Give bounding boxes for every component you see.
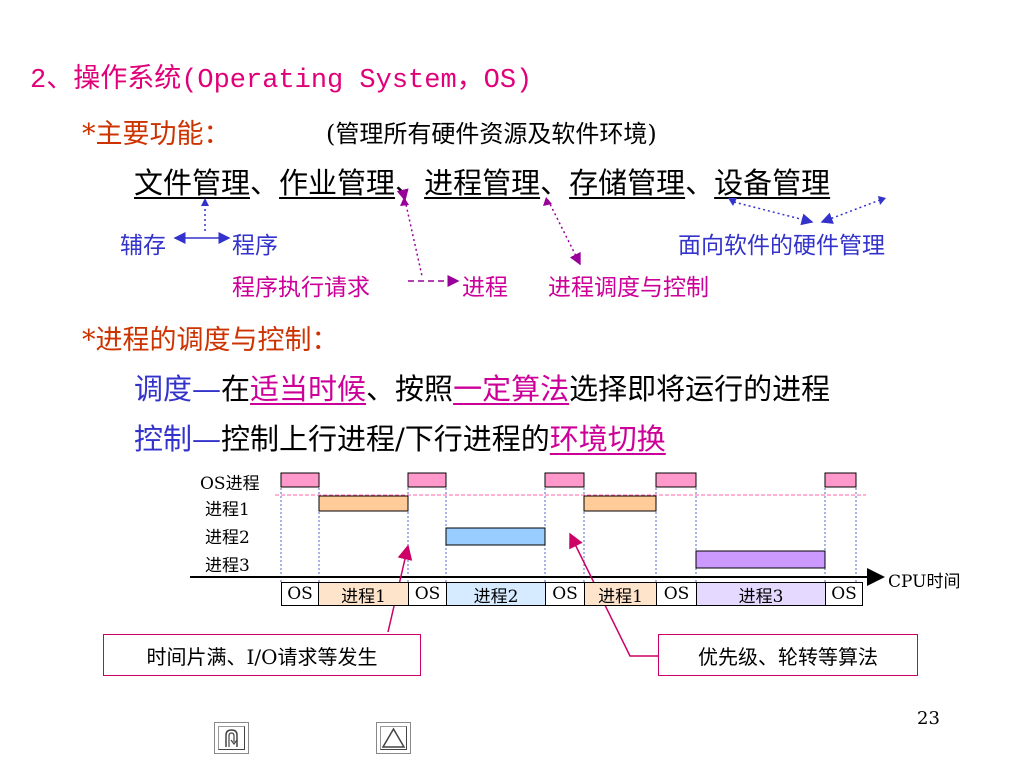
timeline-cell-os: OS	[656, 582, 697, 606]
functions-list: 文件管理、作业管理、进程管理、存储管理、设备管理	[134, 160, 830, 202]
row-label-p3: 进程3	[205, 556, 250, 576]
triangle-icon	[381, 727, 406, 748]
control-term: 控制	[134, 422, 193, 456]
cpu-time-label: CPU时间	[888, 572, 961, 592]
os-bar	[544, 472, 585, 488]
process2-bar	[445, 527, 546, 546]
timeline-cell-os: OS	[281, 582, 319, 606]
timeline-cell-p2: 进程2	[446, 582, 546, 607]
right-callout-pointer	[569, 532, 660, 657]
function-file: 文件管理	[134, 166, 251, 200]
timeline-cell-p1: 进程1	[584, 582, 657, 607]
os-bars	[280, 472, 857, 488]
function-device: 设备管理	[714, 166, 831, 200]
separator: 、	[685, 166, 715, 200]
process1-bar	[318, 495, 409, 512]
separator: 、	[540, 166, 570, 200]
functions-note: (管理所有硬件资源及软件环境)	[326, 120, 657, 148]
sched-dash: —	[192, 372, 222, 406]
slide-heading: 2、操作系统(Operating System，OS)	[30, 56, 532, 96]
timeline-cell-p3: 进程3	[696, 582, 826, 607]
sched-in: 在	[221, 372, 251, 406]
row-label-os: OS进程	[200, 474, 260, 494]
process3-bar	[695, 550, 826, 569]
left-callout: 时间片满、I/O请求等发生	[103, 634, 421, 676]
program-exec-label: 程序执行请求	[232, 275, 370, 301]
sched-algo: 一定算法	[453, 372, 570, 406]
process1-bar	[583, 495, 657, 512]
heading-text: 2、操作系统(Operating System，OS)	[30, 66, 533, 96]
hw-for-sw-label: 面向软件的硬件管理	[678, 233, 885, 259]
timeline-diagram	[190, 472, 885, 657]
functions-label: *主要功能：	[82, 119, 231, 150]
sched-mid: 、按照	[366, 372, 454, 406]
timeline-cell-os: OS	[825, 582, 863, 606]
os-bar	[280, 472, 320, 488]
process-label: 进程	[462, 275, 508, 301]
aux-program-arrow	[173, 198, 231, 244]
os-bar	[407, 472, 447, 488]
aux-storage-label: 辅存	[120, 233, 166, 259]
timeline-cell-os: OS	[408, 582, 447, 606]
annotation-arrows	[173, 188, 886, 287]
control-dash: —	[192, 422, 222, 456]
separator: 、	[250, 166, 280, 200]
process-sched-arrow	[543, 197, 581, 266]
page-number: 23	[917, 708, 940, 729]
sched-control-label: 进程调度与控制	[548, 275, 709, 301]
sched-term: 调度	[134, 372, 193, 406]
function-storage: 存储管理	[569, 166, 686, 200]
return-nav-button[interactable]	[214, 722, 249, 754]
timeline-cell-p1: 进程1	[318, 582, 409, 607]
control-mid: 控制上行进程/下行进程的	[221, 422, 550, 456]
right-callout: 优先级、轮转等算法	[658, 634, 918, 676]
function-job: 作业管理	[279, 166, 396, 200]
program-label: 程序	[232, 233, 278, 259]
sched-when: 适当时候	[250, 372, 367, 406]
control-switch: 环境切换	[549, 422, 666, 456]
function-process: 进程管理	[424, 166, 541, 200]
sched-rest: 选择即将运行的进程	[569, 372, 831, 406]
scheduling-line-2: 控制—控制上行进程/下行进程的环境切换	[134, 416, 666, 458]
scheduling-label: *进程的调度与控制：	[82, 325, 339, 356]
os-bar	[655, 472, 697, 488]
scheduling-line-1: 调度—在适当时候、按照一定算法选择即将运行的进程	[134, 366, 830, 408]
timeline-cell-os: OS	[545, 582, 585, 606]
storage-device-arrow	[728, 196, 886, 226]
row-label-p2: 进程2	[205, 528, 250, 548]
row-label-p1: 进程1	[205, 500, 250, 520]
os-bar	[824, 472, 857, 488]
return-icon	[225, 729, 238, 747]
home-nav-button[interactable]	[376, 722, 411, 754]
job-to-process-arrow	[396, 188, 460, 287]
